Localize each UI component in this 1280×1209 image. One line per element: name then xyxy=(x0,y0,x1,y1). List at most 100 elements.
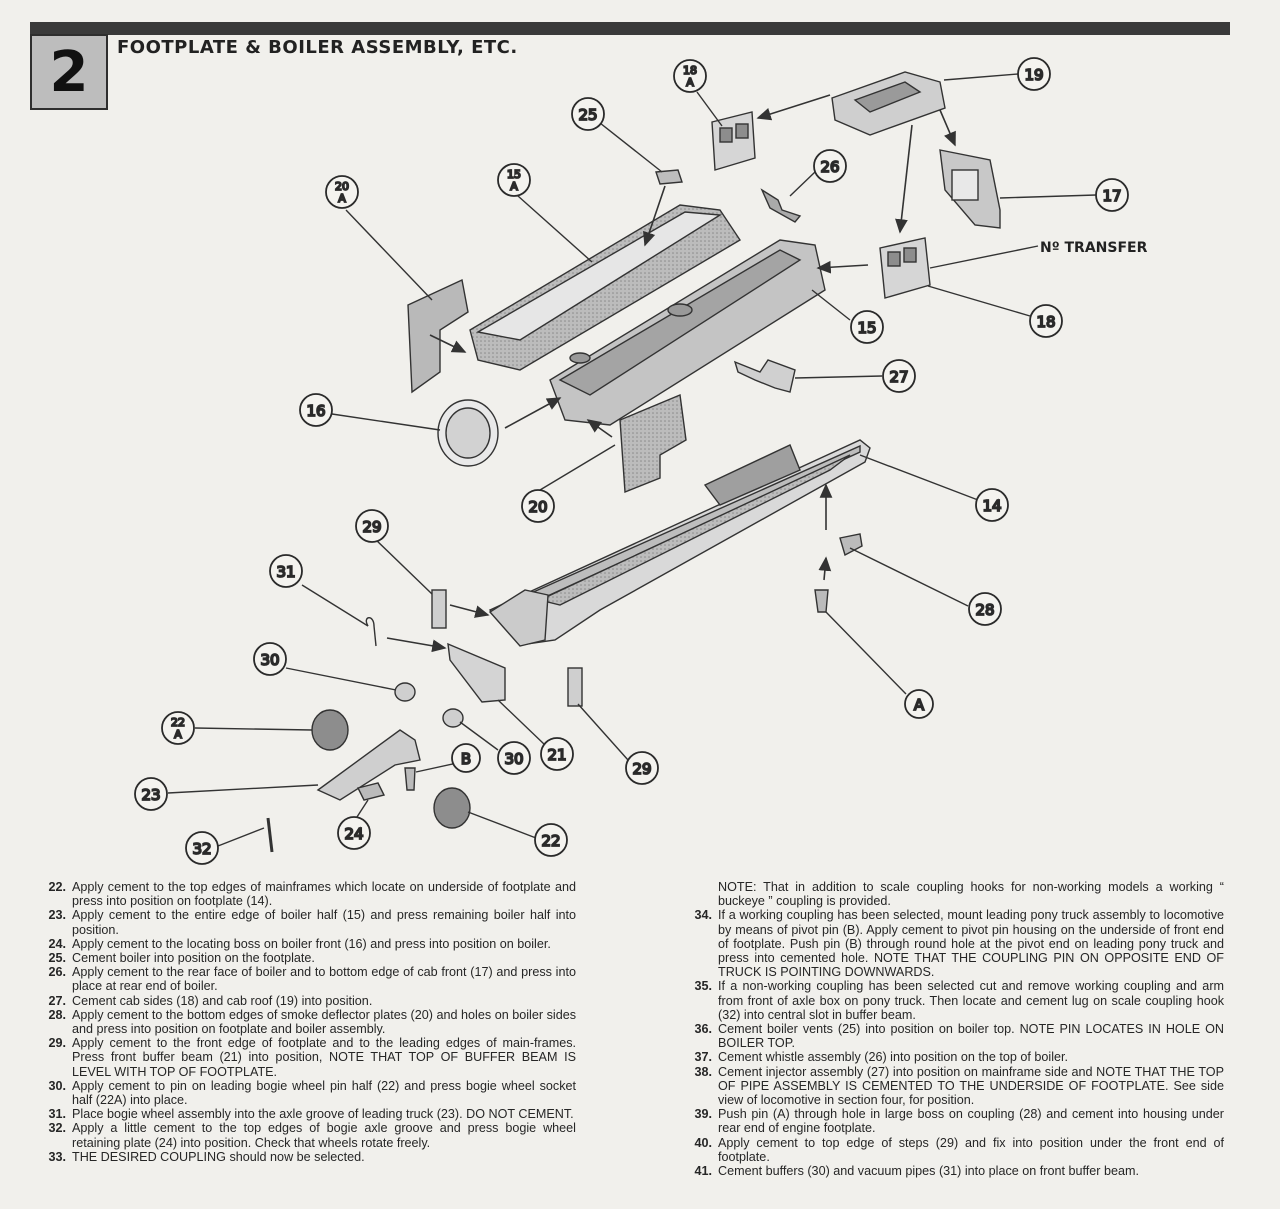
callout-17: 17 xyxy=(1095,178,1129,212)
instruction-step: 33.THE DESIRED COUPLING should now be se… xyxy=(34,1150,576,1164)
step-number: 26. xyxy=(48,965,66,980)
coupling-part xyxy=(839,533,863,557)
instruction-step: 34.If a working coupling has been select… xyxy=(680,908,1224,979)
instruction-step: 24.Apply cement to the locating boss on … xyxy=(34,937,576,951)
step-number: 33. xyxy=(48,1149,66,1164)
pin-a-part xyxy=(814,589,829,613)
instruction-step: 31.Place bogie wheel assembly into the a… xyxy=(34,1107,576,1121)
callout-21: 21 xyxy=(540,737,574,771)
step-text: Cement cab sides (18) and cab roof (19) … xyxy=(72,993,373,1008)
callout-30-upper: 30 xyxy=(253,642,287,676)
svg-text:25: 25 xyxy=(578,106,597,124)
buffer-lower-part xyxy=(442,708,464,728)
smoke-deflector-lower-part xyxy=(619,394,687,494)
svg-text:30: 30 xyxy=(504,750,523,768)
instruction-step: 36. Cement boiler vents (25) into positio… xyxy=(680,1022,1224,1050)
whistle-part xyxy=(760,188,802,223)
svg-text:A: A xyxy=(174,728,182,741)
callout-27: 27 xyxy=(882,359,916,393)
callout-28: 28 xyxy=(968,592,1002,626)
step-number: 39. xyxy=(694,1107,712,1122)
coupling-hook-part xyxy=(266,817,274,853)
svg-text:28: 28 xyxy=(975,601,994,619)
svg-text:22: 22 xyxy=(541,832,560,850)
step-number: 34. xyxy=(694,908,712,923)
svg-text:20: 20 xyxy=(335,180,349,193)
callout-20a: 20A xyxy=(325,175,359,209)
instruction-step: 41.Cement buffers (30) and vacuum pipes … xyxy=(680,1164,1224,1178)
svg-text:15: 15 xyxy=(857,319,876,337)
instruction-step: 22.Apply cement to the top edges of main… xyxy=(34,880,576,908)
instruction-step: 27. Cement cab sides (18) and cab roof (1… xyxy=(34,994,576,1008)
instruction-step: 29. Apply cement to the front edge of foo… xyxy=(34,1036,576,1079)
step-number: 29. xyxy=(48,1036,66,1051)
boiler-vents-part xyxy=(655,169,683,185)
step-number: 31. xyxy=(48,1107,66,1122)
instruction-step: 37. Cement whistle assembly (26) into pos… xyxy=(680,1050,1224,1064)
step-number: 36. xyxy=(694,1022,712,1037)
instruction-step: 40.Apply cement to top edge of steps (29… xyxy=(680,1136,1224,1164)
callout-14: 14 xyxy=(975,488,1009,522)
steps-lower-part xyxy=(567,667,583,707)
svg-text:A: A xyxy=(510,180,518,193)
section-title: FOOTPLATE & BOILER ASSEMBLY, ETC. xyxy=(117,37,518,58)
svg-text:A: A xyxy=(914,696,925,714)
buffer-beam-part xyxy=(447,642,506,703)
callout-a: A xyxy=(904,689,934,719)
step-text: Apply cement to the rear face of boiler … xyxy=(72,965,576,994)
leading-truck-part xyxy=(316,729,421,801)
svg-text:26: 26 xyxy=(820,158,839,176)
svg-text:18: 18 xyxy=(683,64,697,77)
svg-text:17: 17 xyxy=(1102,187,1121,205)
step-text: Cement whistle assembly (26) into positi… xyxy=(718,1050,1069,1065)
callout-18: 18 xyxy=(1029,304,1063,338)
svg-text:31: 31 xyxy=(276,563,295,581)
instructions-right-column: NOTE: That in addition to scale coupling… xyxy=(680,880,1224,1178)
callout-15a: 15A xyxy=(497,163,531,197)
svg-text:23: 23 xyxy=(141,786,160,804)
step-text: Apply a little cement to the top edges o… xyxy=(72,1121,576,1150)
step-number: 37. xyxy=(694,1050,712,1065)
step-number: 35. xyxy=(694,979,712,994)
step-text: Cement boiler vents (25) into position o… xyxy=(718,1022,1224,1051)
step-number: 24. xyxy=(48,936,66,951)
step-number: 23. xyxy=(48,908,66,923)
step-number: 22. xyxy=(48,880,66,894)
callout-15: 15 xyxy=(850,310,884,344)
instruction-step: 38.Cement injector assembly (27) into po… xyxy=(680,1065,1224,1108)
svg-text:19: 19 xyxy=(1024,66,1043,84)
callout-25: 25 xyxy=(571,97,605,131)
step-text: Apply cement to the front edge of footpl… xyxy=(72,1036,576,1079)
buffer-upper-part xyxy=(394,682,416,702)
bogie-wheel-socket-part xyxy=(311,709,349,751)
step-number: 41. xyxy=(694,1164,712,1179)
step-text: Apply cement to top edge of steps (29) a… xyxy=(718,1135,1224,1164)
svg-text:A: A xyxy=(686,76,694,89)
step-number: 38. xyxy=(694,1064,712,1079)
instruction-step: 35.If a non-working coupling has been se… xyxy=(680,979,1224,1022)
svg-text:29: 29 xyxy=(362,518,381,536)
smoke-deflector-upper-part xyxy=(407,278,469,394)
callout-24: 24 xyxy=(337,816,371,850)
step-number-box: 2 xyxy=(30,34,108,110)
callout-29-lower: 29 xyxy=(625,751,659,785)
callout-30-lower: 30 xyxy=(497,741,531,775)
bogie-wheel-pin-part xyxy=(433,787,471,829)
instruction-step: 28.Apply cement to the bottom edges of s… xyxy=(34,1008,576,1036)
svg-text:15: 15 xyxy=(507,168,521,181)
callout-23: 23 xyxy=(134,777,168,811)
coupling-note: NOTE: That in addition to scale coupling… xyxy=(718,880,1224,909)
callout-16: 16 xyxy=(299,393,333,427)
svg-text:B: B xyxy=(461,750,471,768)
step-number: 27. xyxy=(48,993,66,1008)
callout-b: B xyxy=(451,743,481,773)
svg-text:20: 20 xyxy=(528,498,547,516)
header-rule xyxy=(30,22,1230,35)
svg-text:21: 21 xyxy=(547,746,566,764)
callout-22a: 22A xyxy=(161,711,195,745)
pivot-pin-b-part xyxy=(404,767,416,791)
instruction-step: 25.Cement boiler into position on the fo… xyxy=(34,951,576,965)
steps-upper-part xyxy=(431,589,447,629)
instruction-step: 30.Apply cement to pin on leading bogie … xyxy=(34,1079,576,1107)
instruction-step: 39.Push pin (A) through hole in large bo… xyxy=(680,1107,1224,1135)
